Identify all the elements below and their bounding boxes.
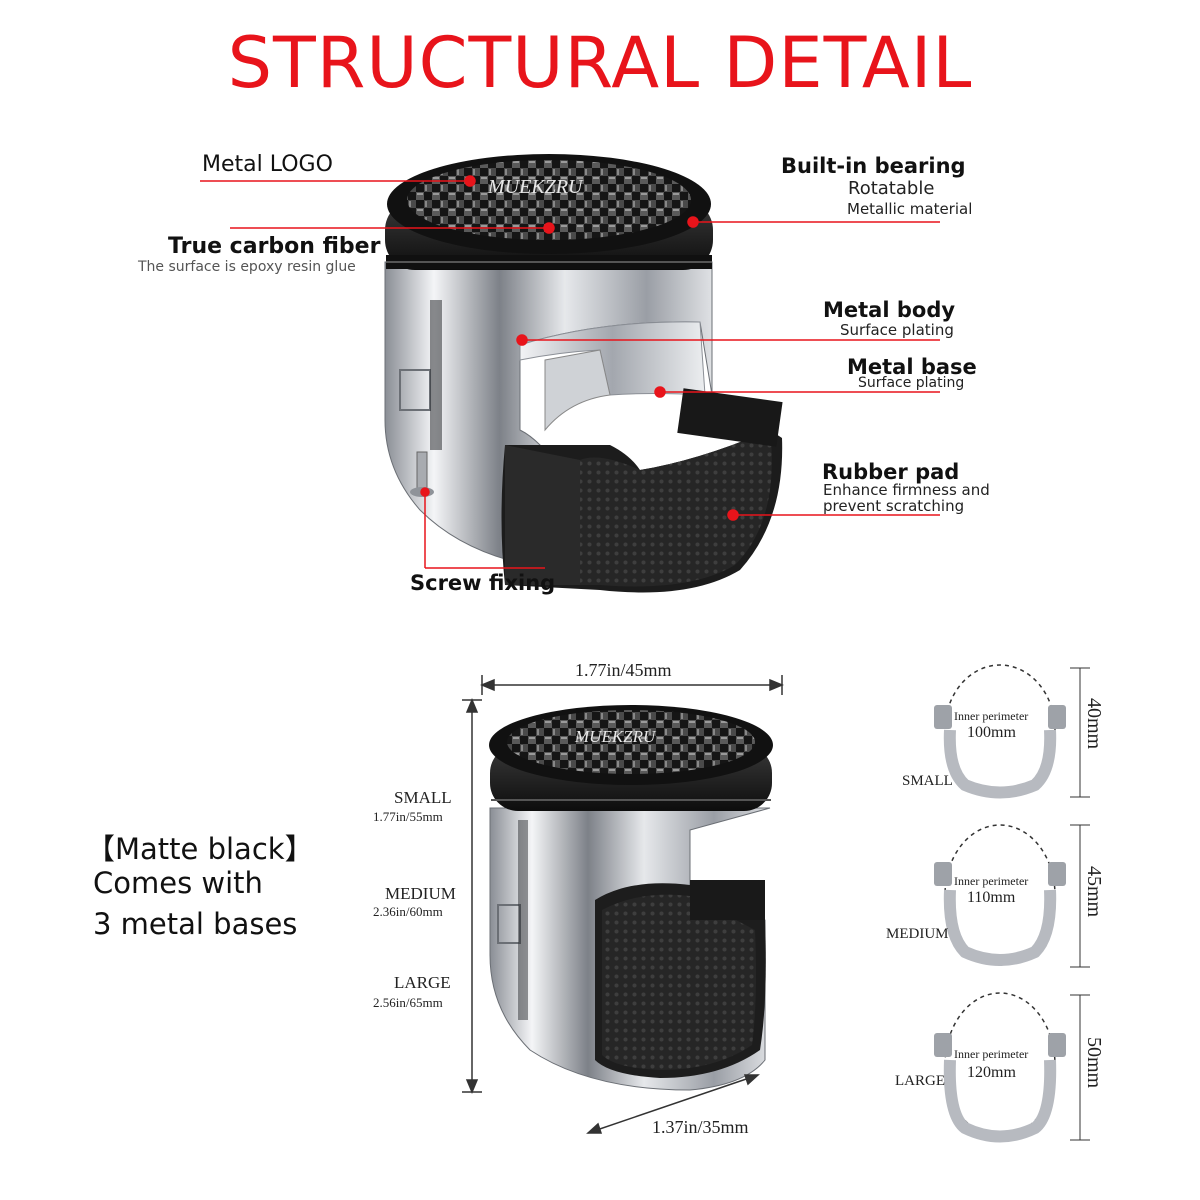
top-knob: MUEKZRU [384,154,783,593]
size-small-value: 1.77in/55mm [373,809,443,824]
label-metal-body-sub: Surface plating [840,321,954,339]
label-rubber-pad-sub1: Enhance firmness and [823,481,990,499]
dimension-arrows [462,675,784,1134]
label-bearing-sub1: Rotatable [848,178,935,199]
label-metal-base: Metal base [847,355,977,379]
base-small-perimeter: 100mm [967,724,1016,741]
label-metal-body: Metal body [823,298,956,322]
label-rubber-pad: Rubber pad [822,460,960,484]
base-large-height: 50mm [1083,1037,1105,1089]
base-small-height: 40mm [1083,698,1105,750]
size-large-name: LARGE [394,973,451,992]
callout-lines [200,175,940,569]
label-carbon-fiber: True carbon fiber [168,234,381,259]
label-metal-base-sub: Surface plating [858,375,965,391]
label-bearing-sub2: Metallic material [847,200,973,218]
size-large-value: 2.56in/65mm [373,995,443,1010]
base-small-label: SMALL [902,773,953,789]
base-large-perimeter-label: Inner perimeter [954,1047,1029,1061]
base-medium-perimeter: 110mm [967,889,1016,906]
base-large-perimeter: 120mm [967,1064,1016,1081]
variant-color: 【Matte black】 [86,832,314,866]
label-bearing: Built-in bearing [781,154,966,178]
label-metal-logo: Metal LOGO [202,152,333,177]
label-carbon-fiber-sub: The surface is epoxy resin glue [138,259,356,275]
dimension-bottom: 1.37in/35mm [652,1117,749,1137]
variant-line3: 3 metal bases [93,907,298,941]
page-title: STRUCTURAL DETAIL [227,22,973,104]
size-medium-value: 2.36in/60mm [373,904,443,919]
bottom-knob: MUEKZRU [489,705,773,1091]
size-medium-name: MEDIUM [385,884,456,903]
base-ring-large [934,992,1090,1143]
variant-line2: Comes with [93,866,263,900]
label-screw: Screw fixing [410,571,556,595]
base-small-perimeter-label: Inner perimeter [954,709,1029,723]
base-medium-perimeter-label: Inner perimeter [954,874,1029,888]
label-rubber-pad-sub2: prevent scratching [823,497,965,515]
size-small-name: SMALL [394,788,452,807]
base-large-label: LARGE [895,1073,945,1089]
dimension-width: 1.77in/45mm [575,660,672,680]
base-medium-label: MEDIUM [886,926,949,942]
base-ring-small [934,664,1090,799]
base-medium-height: 45mm [1083,866,1105,918]
base-ring-medium [934,824,1090,968]
brand-logo-text: MUEKZRU [487,176,584,198]
brand-logo-text-bottom: MUEKZRU [574,727,657,746]
